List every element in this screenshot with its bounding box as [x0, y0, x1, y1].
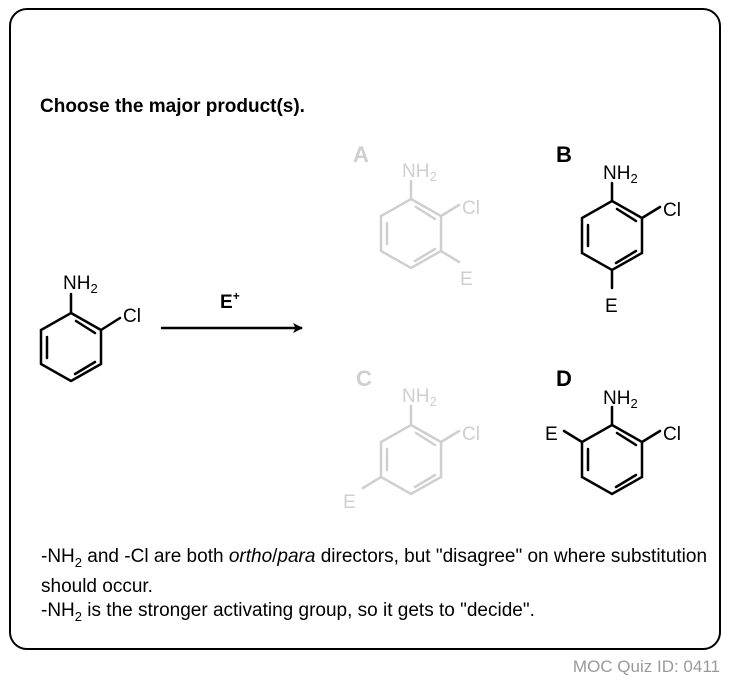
option-c-e: E [343, 492, 356, 513]
option-c-nh2: NH2 [402, 386, 437, 409]
option-c[interactable]: C NH2 Cl E [343, 366, 480, 513]
question-text: Choose the major product(s). [40, 96, 305, 117]
option-d-cl: Cl [663, 424, 681, 445]
option-d[interactable]: D NH2 Cl E [545, 366, 681, 496]
option-b-label: B [556, 142, 572, 167]
starting-material [39, 292, 122, 383]
start-nh2-label: NH2 [63, 273, 98, 296]
reagent-label: E+ [220, 289, 240, 313]
option-a-nh2: NH2 [402, 161, 437, 184]
option-a[interactable]: A NH2 Cl E [353, 142, 480, 290]
option-c-cl: Cl [462, 424, 480, 445]
start-cl-label: Cl [123, 306, 141, 327]
quiz-card [9, 8, 721, 650]
explanation-line-2: -NH2 is the stronger activating group, s… [41, 599, 535, 624]
quiz-id: MOC Quiz ID: 0411 [572, 657, 720, 676]
option-a-e: E [460, 269, 473, 290]
option-d-e: E [545, 424, 558, 445]
option-b-nh2: NH2 [603, 163, 638, 186]
option-d-nh2: NH2 [603, 388, 638, 411]
option-c-label: C [356, 366, 372, 391]
option-a-label: A [353, 142, 369, 167]
option-d-label: D [556, 366, 572, 391]
option-b-e: E [605, 296, 618, 317]
option-b[interactable]: B NH2 Cl E [556, 142, 681, 317]
explanation: -NH2 and -Cl are both ortho/para directo… [41, 545, 721, 629]
explanation-line-1: -NH2 and -Cl are both ortho/para directo… [41, 546, 708, 597]
option-a-cl: Cl [462, 198, 480, 219]
option-b-cl: Cl [663, 200, 681, 221]
